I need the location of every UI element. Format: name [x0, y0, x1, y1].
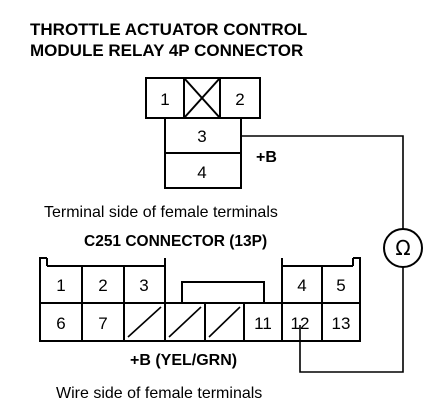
relay-terminal-2: 2	[235, 90, 244, 109]
relay-4p-connector: 1 2 3 4	[145, 77, 261, 189]
relay-supply-label: +B	[256, 149, 277, 166]
c251-terminal-6: 6	[56, 314, 65, 333]
c251-view-caption: Wire side of female terminals	[56, 385, 262, 402]
lead-to-c251-terminal-12	[299, 267, 404, 373]
c251-terminal-12: 12	[291, 314, 310, 333]
lead-from-relay-terminal-3	[241, 135, 404, 229]
c251-terminal-2: 2	[98, 276, 107, 295]
relay-view-caption: Terminal side of female terminals	[44, 204, 278, 221]
c251-13p-connector: 1 2 3 4 5 6 7 11 12 13	[39, 257, 361, 342]
test-lead-wiring	[241, 135, 404, 373]
c251-terminal-13: 13	[332, 314, 351, 333]
empty-cavity-x-icon	[183, 77, 221, 119]
title-line-2: MODULE RELAY 4P CONNECTOR	[30, 41, 303, 60]
c251-terminal-3: 3	[139, 276, 148, 295]
ohmmeter-icon: Ω	[383, 228, 423, 268]
ohm-symbol: Ω	[395, 236, 410, 260]
c251-terminal-5: 5	[336, 276, 345, 295]
title-line-1: THROTTLE ACTUATOR CONTROL	[30, 20, 307, 39]
relay-terminal-1: 1	[160, 90, 169, 109]
c251-terminal-7: 7	[98, 314, 107, 333]
c251-terminal-4: 4	[297, 276, 306, 295]
c251-locking-tab	[181, 281, 265, 304]
relay-terminal-4: 4	[197, 163, 206, 182]
relay-terminal-3: 3	[197, 127, 206, 146]
c251-header: C251 CONNECTOR (13P)	[84, 233, 267, 250]
c251-terminal-1: 1	[56, 276, 65, 295]
c251-supply-label: +B (YEL/GRN)	[130, 352, 237, 369]
c251-terminal-11: 11	[254, 314, 272, 333]
empty-cavity-slash-icons	[127, 306, 241, 338]
